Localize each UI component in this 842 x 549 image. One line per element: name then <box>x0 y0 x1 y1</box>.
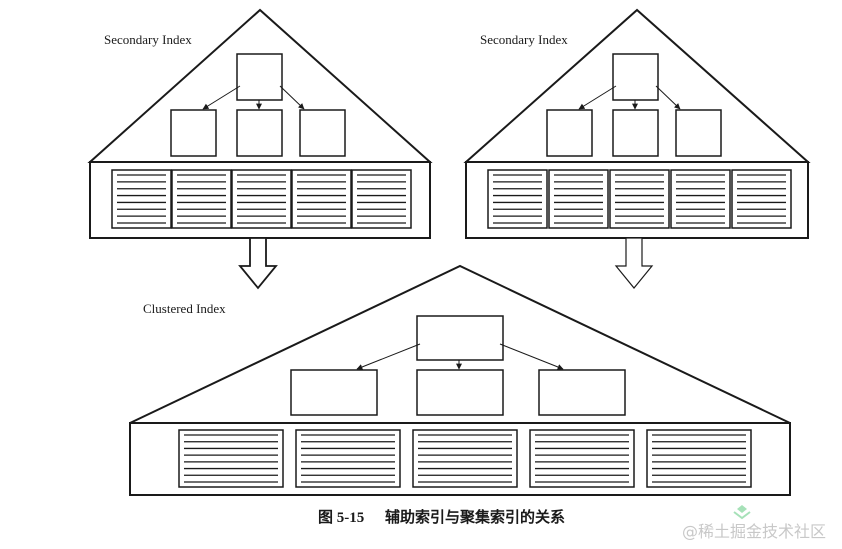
pointer-arrow <box>202 85 241 110</box>
pointer-arrow <box>578 85 617 110</box>
leaf-page <box>412 429 518 488</box>
branch-node <box>290 369 378 416</box>
leaf-page <box>295 429 401 488</box>
branch-node <box>675 109 722 157</box>
root-node <box>416 315 504 361</box>
leaf-page <box>548 169 609 229</box>
watermark-text: @稀土掘金技术社区 <box>682 522 826 541</box>
clustered-index-label: Clustered Index <box>143 301 226 316</box>
leaf-page <box>111 169 172 229</box>
leaf-pages <box>487 169 792 229</box>
leaf-page <box>529 429 635 488</box>
pointer-arrow <box>499 343 564 370</box>
leaf-page <box>731 169 792 229</box>
secondary-index-label-left: Secondary Index <box>104 32 192 47</box>
down-arrow-icon <box>614 237 654 289</box>
leaf-page <box>609 169 670 229</box>
leaf-page <box>291 169 352 229</box>
juejin-logo-icon <box>733 505 751 520</box>
secondary-index-tree-left <box>87 8 433 239</box>
branch-node <box>416 369 504 416</box>
clustered-index-tree <box>129 264 791 496</box>
branch-node <box>538 369 626 416</box>
branch-node <box>170 109 217 157</box>
branch-node <box>546 109 593 157</box>
leaf-pages <box>111 169 412 229</box>
secondary-index-label-right: Secondary Index <box>480 32 568 47</box>
pointer-arrow <box>356 343 421 370</box>
leaf-page <box>178 429 284 488</box>
pointer-arrow <box>655 85 681 110</box>
branch-node <box>299 109 346 157</box>
figure-caption: 辅助索引与聚集索引的关系 <box>385 508 565 526</box>
root-node <box>236 53 283 101</box>
leaf-page <box>646 429 752 488</box>
leaf-page <box>351 169 412 229</box>
leaf-page <box>231 169 292 229</box>
secondary-index-tree-right <box>463 8 811 239</box>
root-node <box>612 53 659 101</box>
down-arrow-icon <box>238 237 278 290</box>
figure-number: 图 5-15 <box>318 509 364 526</box>
watermark: @稀土掘金技术社区 <box>682 505 826 541</box>
branch-node <box>612 109 659 157</box>
branch-node <box>236 109 283 157</box>
leaf-page <box>670 169 731 229</box>
leaf-page <box>171 169 232 229</box>
pointer-arrow <box>279 85 305 110</box>
leaf-page <box>487 169 548 229</box>
leaf-pages <box>178 429 752 488</box>
